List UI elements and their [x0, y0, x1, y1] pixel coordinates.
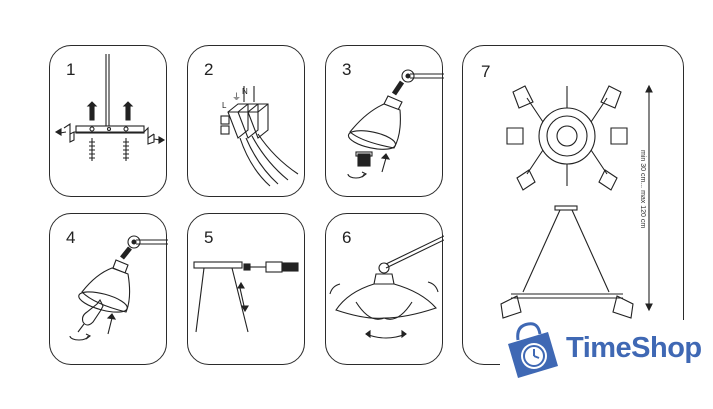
step-number: 1	[66, 60, 76, 79]
earth-symbol: ⏚	[232, 92, 241, 102]
neutral-wire-label: N	[242, 87, 248, 96]
step-number: 4	[66, 228, 76, 247]
brand-name: TimeShop	[566, 332, 702, 364]
terminal-block-illustration: L ⏚ N	[220, 86, 299, 187]
shopping-bag-clock-logo	[508, 322, 558, 378]
step-6-panel: 6	[325, 213, 444, 365]
step-5-panel: 5	[187, 213, 305, 365]
step-7-panel: 7	[462, 45, 684, 365]
step-number: 7	[481, 62, 491, 81]
step-number: 2	[204, 60, 214, 79]
step-4-panel: 4	[49, 213, 168, 365]
step-1-panel: 1	[49, 45, 167, 197]
chandelier-assembled-illustration	[500, 84, 653, 319]
step-number: 3	[342, 60, 352, 79]
step-number: 5	[204, 228, 214, 247]
step-3-panel: 3	[325, 45, 444, 197]
canopy-rod-illustration	[193, 261, 299, 333]
live-wire-label: L	[222, 101, 227, 110]
shade-adjust-illustration	[329, 235, 444, 339]
height-range-label: min 30 cm... max 120 cm	[639, 150, 646, 229]
step-number: 6	[342, 228, 352, 247]
shade-socket-illustration	[347, 69, 444, 179]
mounting-bracket-illustration	[54, 54, 166, 161]
timeshop-watermark: TimeShop	[500, 320, 710, 382]
step-2-panel: 2 L ⏚ N	[187, 45, 305, 197]
bulb-install-illustration	[69, 235, 168, 341]
